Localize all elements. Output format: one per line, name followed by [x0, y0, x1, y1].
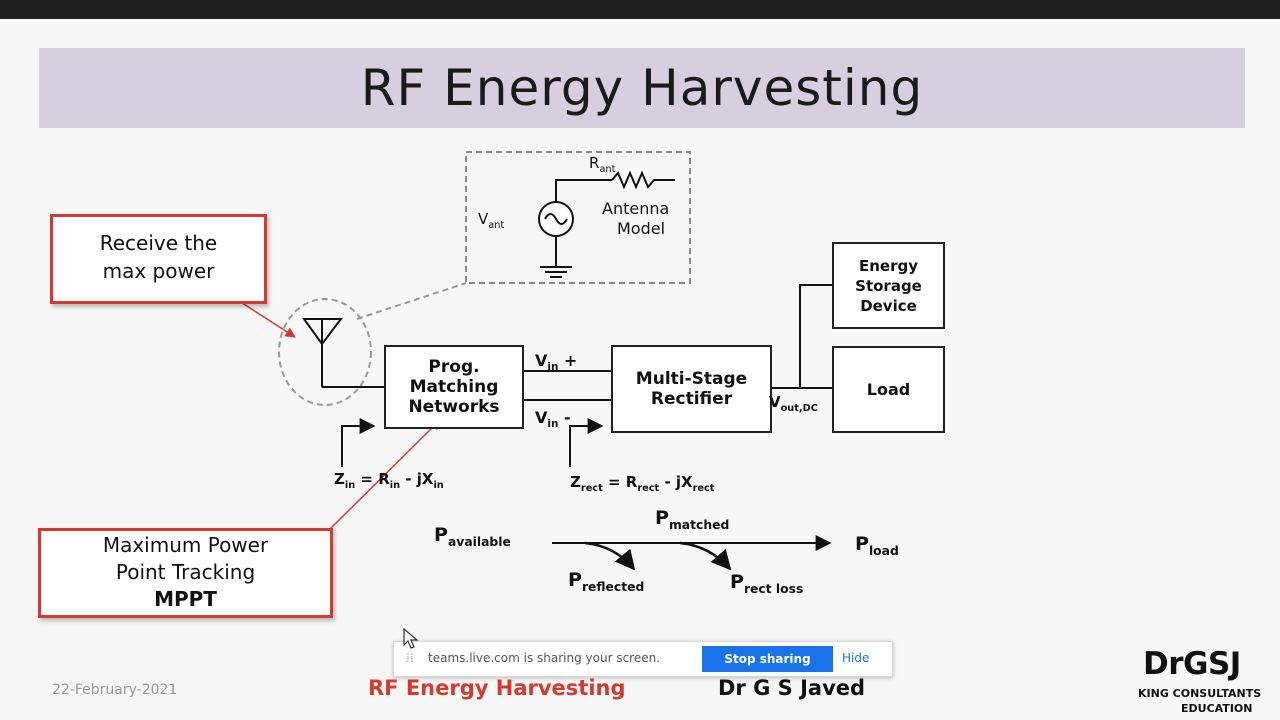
callout-max-power: Receive the max power [50, 214, 267, 304]
resistor-icon [611, 170, 675, 190]
storage-line2: Storage [855, 276, 922, 295]
slide-title: RF Energy Harvesting [360, 59, 924, 117]
mouse-cursor-icon [403, 628, 419, 649]
storage-line1: Energy [858, 256, 918, 275]
p-load-label: Pload [855, 533, 899, 558]
callout-mppt-line3: MPPT [154, 587, 217, 611]
hide-button[interactable]: Hide [842, 651, 870, 665]
vout-label: Vout,DC [769, 393, 818, 414]
antenna-icon [302, 318, 384, 388]
storage-wire [799, 284, 832, 388]
zrect-equation: Zrect = Rrect - jXrect [570, 473, 715, 494]
logo-text: DrGSJ [1143, 646, 1241, 682]
slide: RF Energy Harvesting [0, 19, 1280, 720]
rect-loss-arrow [679, 541, 732, 571]
ground-icon [540, 266, 572, 278]
footer-date: 22-February-2021 [52, 682, 178, 698]
rect-line1: Multi-Stage [635, 369, 748, 389]
model-connector [356, 282, 467, 320]
callout-mppt-line2: Point Tracking [115, 560, 256, 584]
antenna-label-line1: Antenna [602, 199, 670, 218]
footer-title: RF Energy Harvesting [368, 676, 626, 700]
sharing-message: teams.live.com is sharing your screen. [428, 651, 661, 665]
antenna-label-line2: Model [617, 219, 666, 238]
storage-block: Energy Storage Device [832, 242, 945, 329]
storage-line3: Device [860, 296, 917, 315]
antenna-model-wire [555, 179, 612, 202]
sine-icon [544, 213, 568, 225]
callout-max-line2: max power [102, 259, 215, 283]
callout-mppt: Maximum Power Point Tracking MPPT [38, 528, 333, 618]
zrect-arrow [569, 418, 604, 467]
pmn-line3: Networks [408, 397, 500, 417]
screen-share-banner: ⁞⁞ teams.live.com is sharing your screen… [393, 641, 893, 677]
reflected-arrow [584, 541, 636, 571]
logo-subtitle-2: EDUCATION [1181, 702, 1253, 715]
title-band: RF Energy Harvesting [39, 48, 1245, 128]
stop-sharing-button[interactable]: Stop sharing [702, 646, 833, 672]
antenna-model-box [465, 151, 691, 284]
p-available-label: Pavailable [434, 524, 511, 549]
load-block: Load [832, 346, 945, 433]
callout-mppt-line1: Maximum Power [102, 533, 269, 557]
footer-author: Dr G S Javed [718, 676, 866, 700]
rectifier-block: Multi-Stage Rectifier [611, 345, 772, 433]
drag-handle-icon[interactable]: ⁞⁞ [406, 651, 414, 665]
r-ant-label: Rant [589, 154, 616, 175]
zin-arrow [341, 418, 376, 467]
p-reflected-label: Preflected [568, 569, 645, 594]
vin-minus-label: Vin - [535, 408, 571, 431]
v-ant-label: Vant [478, 210, 505, 231]
logo-subtitle-1: KING CONSULTANTS [1138, 687, 1262, 700]
zin-equation: Zin = Rin - jXin [334, 470, 444, 491]
mppt-pointer [327, 419, 441, 532]
load-label: Load [866, 380, 911, 399]
pmn-line2: Matching [409, 377, 499, 397]
pmn-line1: Prog. [428, 357, 480, 377]
callout-max-line1: Receive the [99, 231, 218, 255]
rect-line2: Rectifier [650, 389, 733, 409]
top-bar [0, 0, 1280, 19]
antenna-highlight [278, 298, 372, 406]
vin-plus-label: Vin + [535, 351, 578, 374]
matching-network-block: Prog. Matching Networks [384, 345, 524, 429]
diagram-svg [207, 151, 832, 571]
p-matched-label: Pmatched [655, 507, 730, 532]
p-rect-loss-label: Prect loss [730, 571, 804, 596]
